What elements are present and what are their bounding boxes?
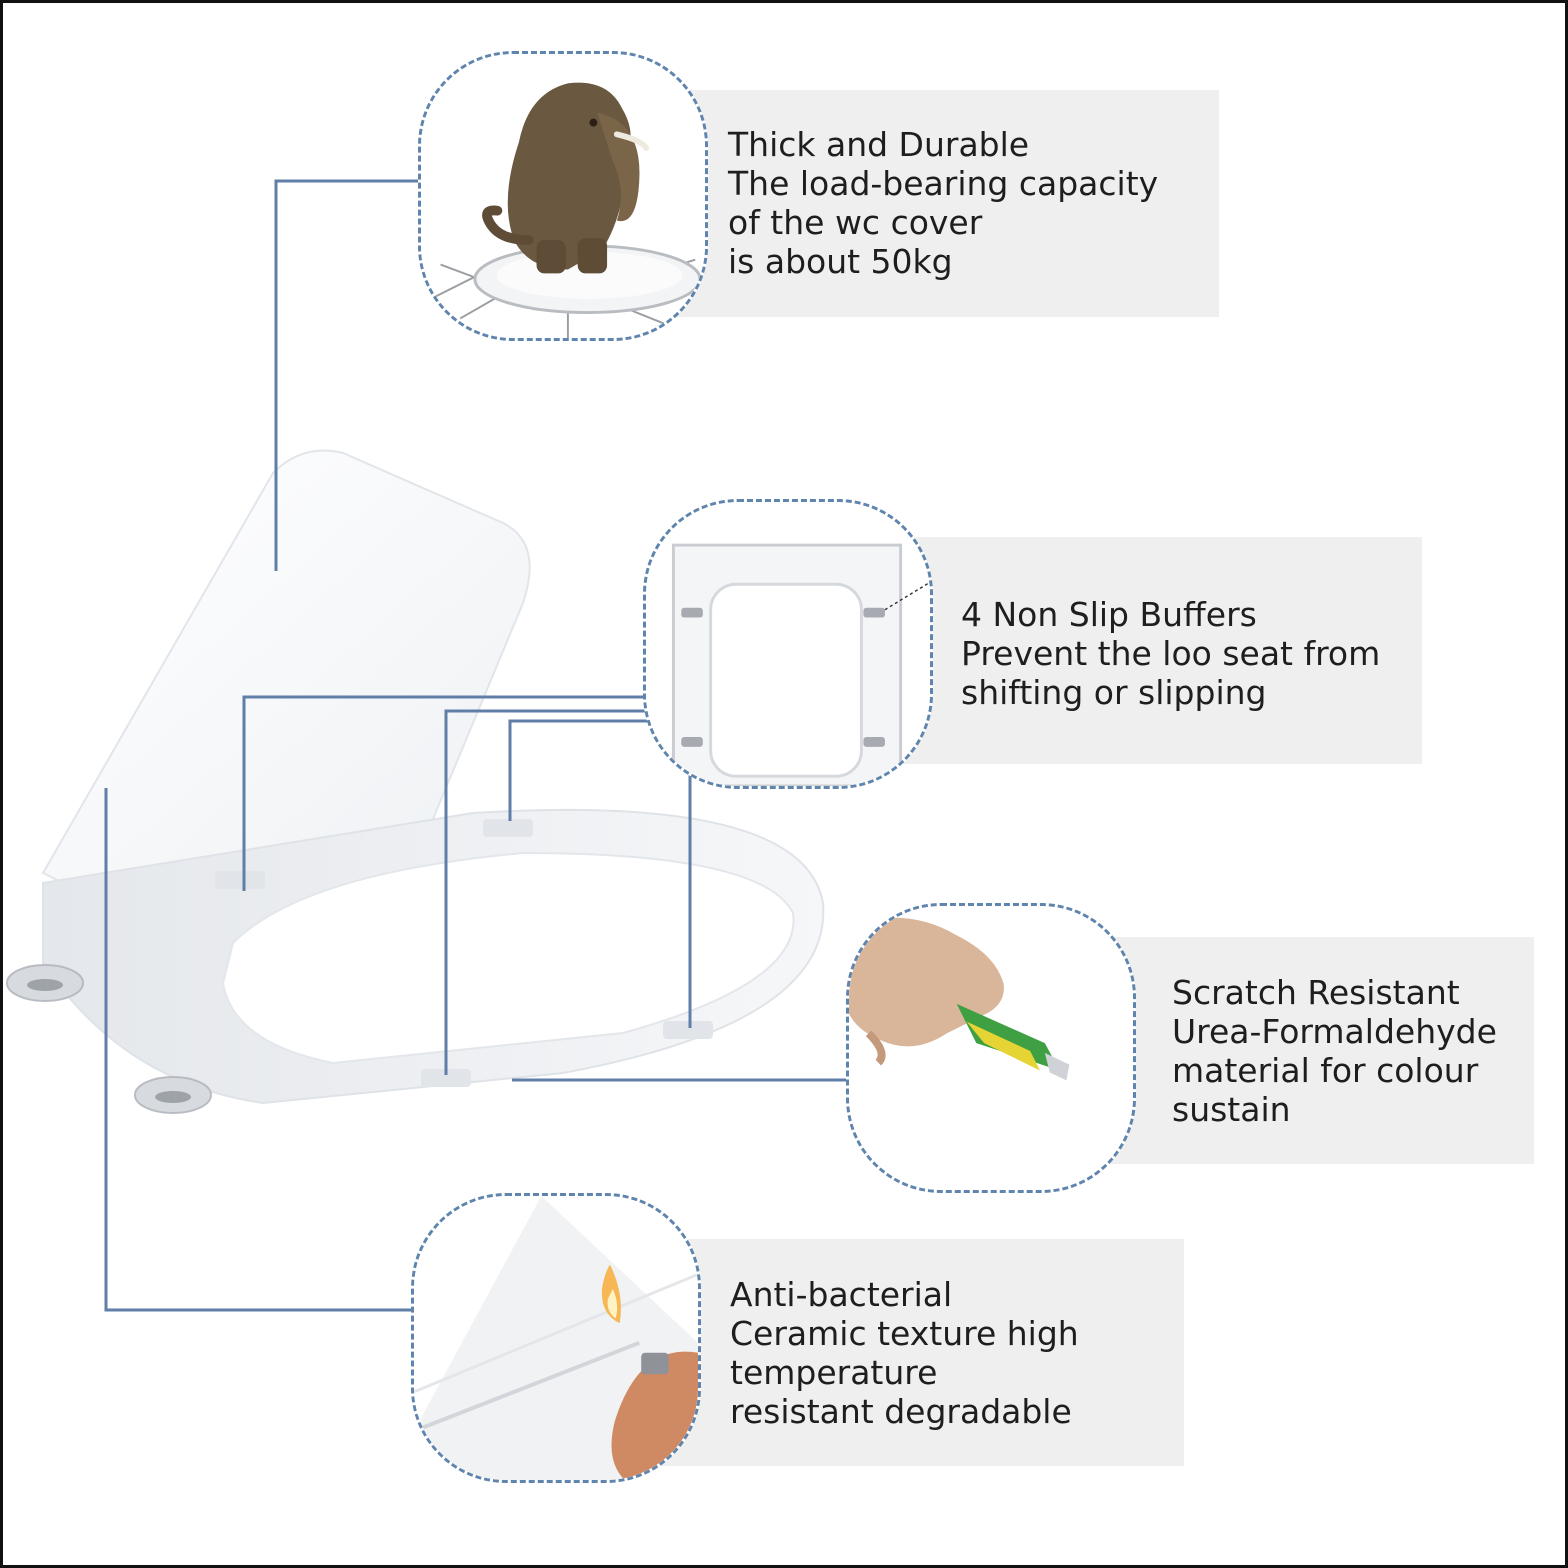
hinge-right-bolt bbox=[155, 1091, 191, 1103]
feature-heading: Thick and Durable bbox=[728, 125, 1030, 164]
feature-text-scratch: Scratch Resistant Urea-Formaldehyde mate… bbox=[1172, 973, 1497, 1129]
toilet-seat-illustration bbox=[6, 179, 849, 1312]
buffer-pad bbox=[215, 871, 265, 889]
feature-line: The load-bearing capacity bbox=[728, 164, 1159, 203]
knife-scratch-test-icon bbox=[846, 903, 1136, 1193]
buffer-pad bbox=[663, 1021, 713, 1039]
connector-lines bbox=[104, 179, 849, 1312]
feature-heading: Anti-bacterial bbox=[730, 1275, 953, 1314]
seat-underside-buffers-icon bbox=[643, 499, 933, 789]
feature-line: shifting or slipping bbox=[961, 673, 1267, 712]
feature-line: material for colour bbox=[1172, 1051, 1479, 1090]
feature-line: is about 50kg bbox=[728, 242, 953, 281]
feature-line: Urea-Formaldehyde bbox=[1172, 1012, 1497, 1051]
feature-text-durable: Thick and Durable The load-bearing capac… bbox=[728, 125, 1158, 281]
seat-opening bbox=[221, 851, 795, 1065]
hinge-left-bolt bbox=[27, 979, 63, 991]
buffer-pad bbox=[421, 1069, 471, 1087]
feature-line: resistant degradable bbox=[730, 1392, 1072, 1431]
buffer-pad bbox=[483, 819, 533, 837]
feature-heading: Scratch Resistant bbox=[1172, 973, 1460, 1012]
feature-panel-buffers bbox=[883, 537, 1422, 764]
feature-line: sustain bbox=[1172, 1090, 1291, 1129]
feature-line: Ceramic texture high bbox=[730, 1314, 1079, 1353]
feature-text-antibacterial: Anti-bacterial Ceramic texture high temp… bbox=[730, 1275, 1079, 1431]
feature-heading: 4 Non Slip Buffers bbox=[961, 595, 1257, 634]
feature-line: of the wc cover bbox=[728, 203, 983, 242]
seat-lid bbox=[41, 449, 531, 885]
lighter-flame-test-icon bbox=[411, 1193, 701, 1483]
feature-text-buffers: 4 Non Slip Buffers Prevent the loo seat … bbox=[961, 595, 1380, 712]
feature-line: Prevent the loo seat from bbox=[961, 634, 1381, 673]
elephant-on-seat-icon bbox=[418, 51, 708, 341]
feature-panel-scratch bbox=[1083, 937, 1534, 1164]
feature-line: temperature bbox=[730, 1353, 938, 1392]
